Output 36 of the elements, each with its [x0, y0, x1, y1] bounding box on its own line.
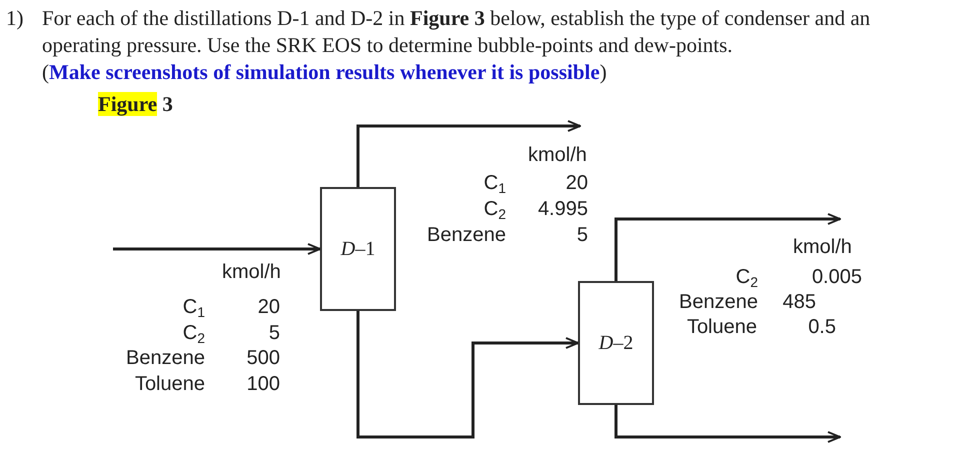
column-box: [320, 187, 396, 311]
stream-table-text: Toluene: [686, 315, 757, 339]
stream-table-text: 0.005: [812, 265, 862, 289]
stream-arrow: [614, 405, 841, 443]
stream-table-text: Benzene: [427, 223, 506, 247]
stream-table-text: kmol/h: [528, 143, 587, 167]
stream-table-text: C$_{2}$: [182, 321, 205, 345]
stream-arrow: [113, 243, 321, 255]
stream-arrow: [356, 120, 581, 187]
stream-table-text: kmol/h: [222, 260, 281, 284]
stream-table-text: C$_{1}$: [182, 295, 205, 319]
stream-table-text: C$_{2}$: [736, 265, 758, 289]
question-number: 1): [6, 5, 24, 32]
instruction-note: (Make screenshots of simulation results whenever it is possible): [42, 59, 608, 86]
stream-table-text: 20: [258, 295, 280, 319]
column-label: D–1: [340, 237, 376, 262]
stream-table-text: 4.995: [538, 197, 588, 221]
stream-table-text: C$_{2}$: [484, 197, 506, 221]
figure-title: Figure 3: [98, 92, 173, 116]
stream-arrow: [356, 311, 579, 438]
stream-table-text: kmol/h: [793, 235, 852, 259]
column-label: D–2: [598, 331, 634, 356]
stream-table-text: 0.5: [808, 315, 836, 339]
stream-table-text: C$_{1}$: [484, 171, 506, 195]
stream-table-text: 485: [782, 290, 816, 314]
question-text: For each of the distillations D-1 and D-2 in Figure 3 below, establish the type of condenser and an operating pressure. Use the SRK EOS to determine bubble-points and dew-points.: [42, 5, 872, 59]
stream-table-text: Toluene: [134, 372, 205, 396]
stream-table-text: 100: [246, 372, 280, 396]
stream-table-text: Benzene: [679, 290, 758, 314]
stream-arrow: [614, 213, 841, 281]
stream-table-text: 500: [246, 346, 280, 370]
stream-table-text: 20: [566, 171, 588, 195]
stream-table-text: Benzene: [126, 346, 205, 370]
column-box: [578, 281, 654, 405]
stream-table-text: 5: [576, 223, 588, 247]
stream-table-text: 5: [268, 321, 280, 345]
